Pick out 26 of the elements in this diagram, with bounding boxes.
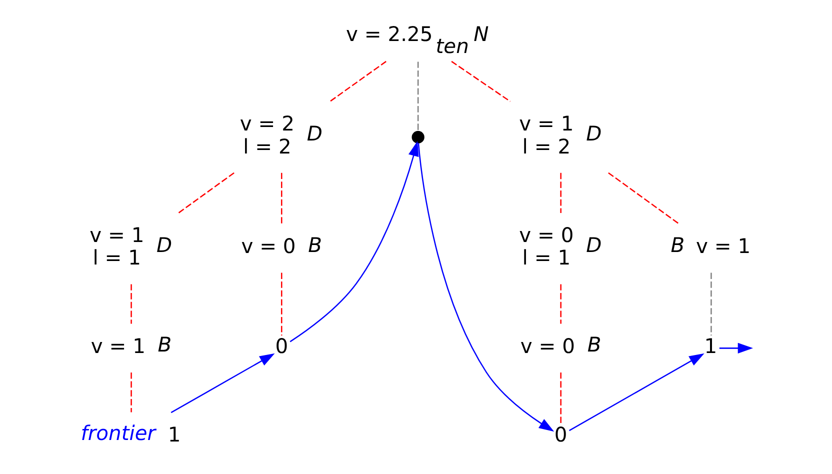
node-label: l = 1 [92,246,140,270]
node-text: D [306,122,322,146]
node-text: D [586,232,602,257]
node-label: l = 2 [242,134,291,158]
node-text: B [308,232,322,257]
node-text: B [670,232,684,257]
node-text: D [586,122,602,146]
node-text: 0 [554,422,567,446]
node-label: v = 2 [239,112,294,136]
node-label: l = 2 [522,134,570,158]
node-text: B [157,332,172,357]
node-label: v = 0 [520,334,575,358]
node-label: frontier [80,421,156,446]
node-text: N [473,22,488,46]
node-label: l = 1 [522,246,570,270]
node-label: v = 1 [89,222,144,247]
node-text: 0 [274,334,288,358]
node-text: B [586,332,601,357]
node-label: v = 1 [518,112,574,136]
node-text: 1 [167,422,180,446]
node-label: v = 1 [90,334,145,358]
node-label: v = 0 [240,234,296,258]
node-label: v = 1 [696,234,750,258]
node-text: D [156,232,172,257]
node-text: 1 [704,334,717,358]
node-label: v = 0 [518,222,574,247]
